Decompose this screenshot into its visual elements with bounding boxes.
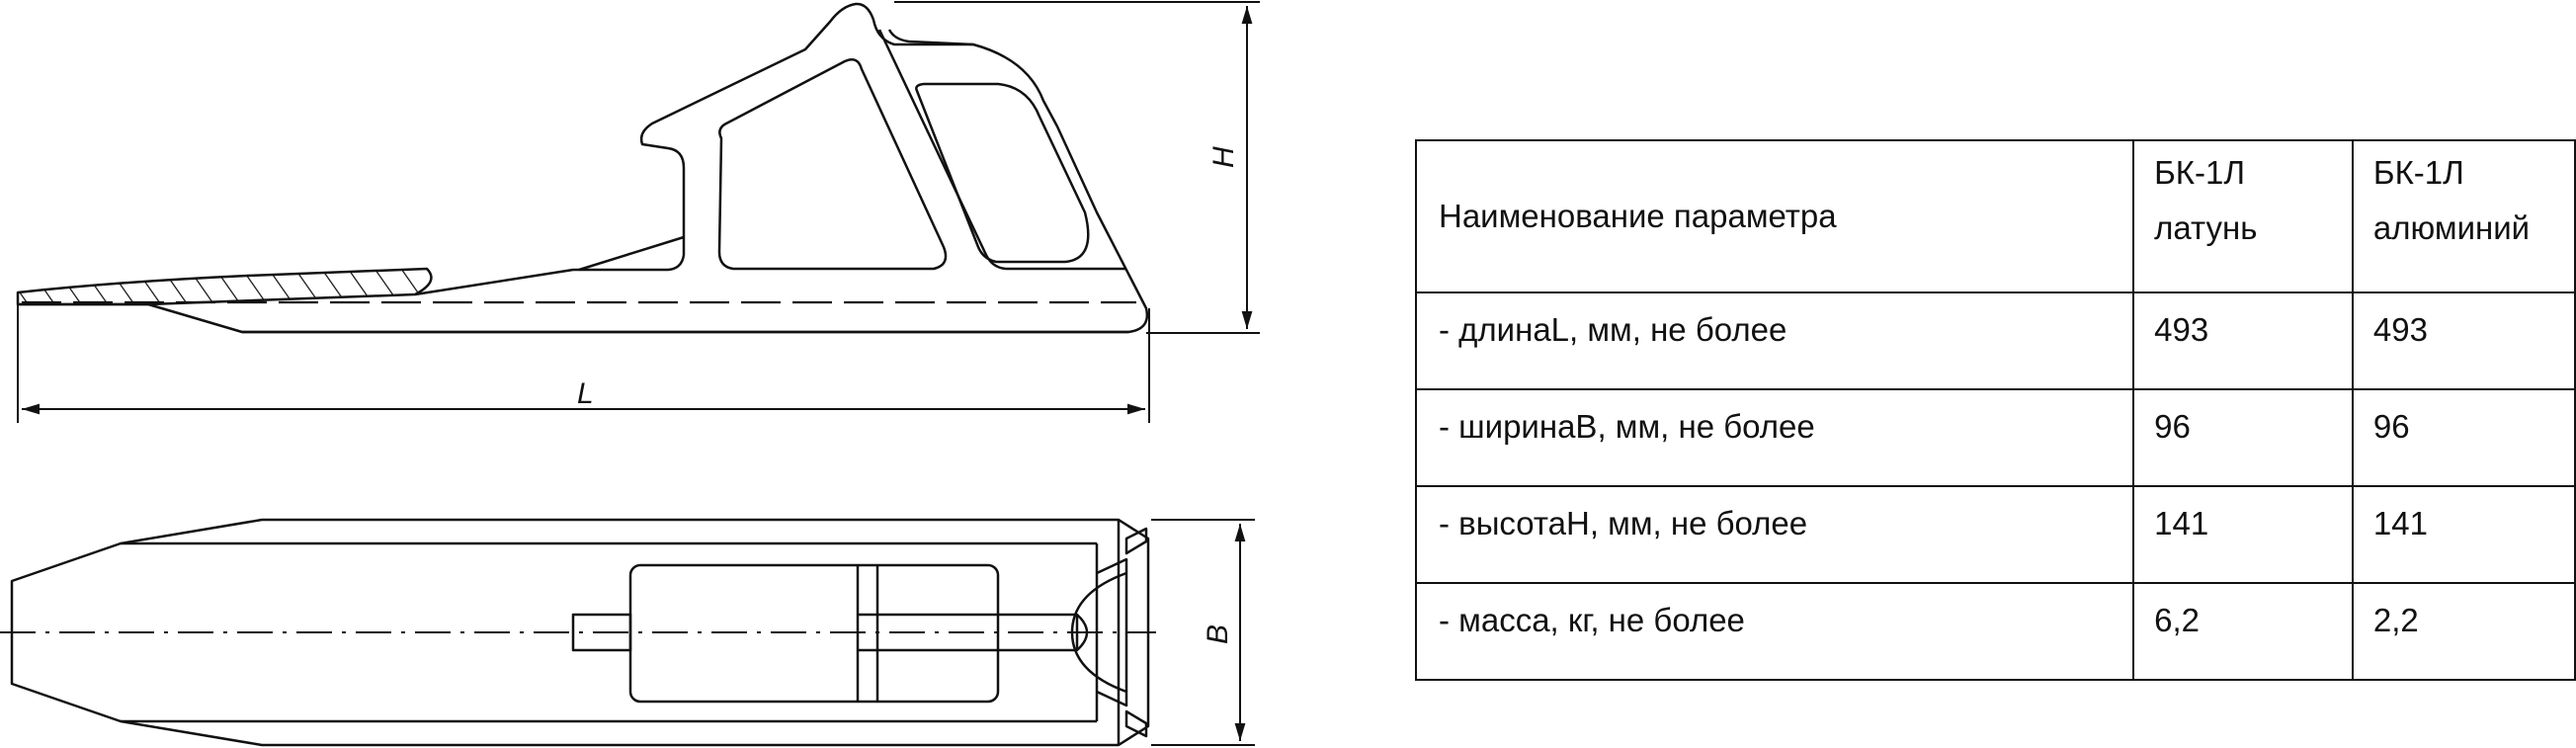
row-param: - высотаH, мм, не более <box>1414 485 2135 584</box>
row-aluminium-value: 96 <box>2351 388 2576 487</box>
header-aluminium-model: БК-1Л <box>2372 154 2464 191</box>
row-param: - ширинаB, мм, не более <box>1414 388 2135 487</box>
header-brass-model: БК-1Л <box>2154 154 2246 191</box>
header-param: Наименование параметра <box>1414 139 2135 293</box>
dimension-label-l: L <box>577 377 594 410</box>
top-outline <box>10 518 1150 747</box>
dimension-width: B <box>1151 519 1255 746</box>
window-front <box>717 58 948 271</box>
row-aluminium-value: 493 <box>2351 291 2576 390</box>
dimension-length: L <box>17 292 1150 423</box>
table-row: - длинаL, мм, не более 493 493 <box>1414 291 2576 390</box>
row-aluminium-value: 2,2 <box>2351 582 2576 681</box>
table-row: - высотаH, мм, не более 141 141 <box>1414 485 2576 584</box>
table-row: - масса, кг, не более 6,2 2,2 <box>1414 582 2576 681</box>
header-brass-material: латунь <box>2154 209 2258 246</box>
row-brass-value: 6,2 <box>2132 582 2354 681</box>
row-aluminium-value: 141 <box>2351 485 2576 584</box>
header-brass: БК-1Л латунь <box>2132 139 2354 293</box>
side-view <box>16 2 1149 334</box>
header-aluminium: БК-1Л алюминий <box>2351 139 2576 293</box>
row-brass-value: 96 <box>2132 388 2354 487</box>
dimension-label-b: B <box>1202 624 1234 644</box>
table-row: - ширинаB, мм, не более 96 96 <box>1414 388 2576 487</box>
table-header-row: Наименование параметра БК-1Л латунь БК-1… <box>1414 139 2576 293</box>
hatched-tip <box>16 267 433 306</box>
dimension-height: H <box>894 1 1260 334</box>
dimension-label-h: H <box>1207 146 1240 168</box>
row-brass-value: 493 <box>2132 291 2354 390</box>
window-rear <box>915 82 1090 264</box>
row-param: - длинаL, мм, не более <box>1414 291 2135 390</box>
side-outline <box>18 2 1149 334</box>
header-aluminium-material: алюминий <box>2372 209 2531 246</box>
row-brass-value: 141 <box>2132 485 2354 584</box>
technical-drawing: H L B <box>0 1 1260 747</box>
parameters-table: Наименование параметра БК-1Л латунь БК-1… <box>1414 139 2576 681</box>
row-param: - масса, кг, не более <box>1414 582 2135 681</box>
top-view <box>0 518 1156 747</box>
